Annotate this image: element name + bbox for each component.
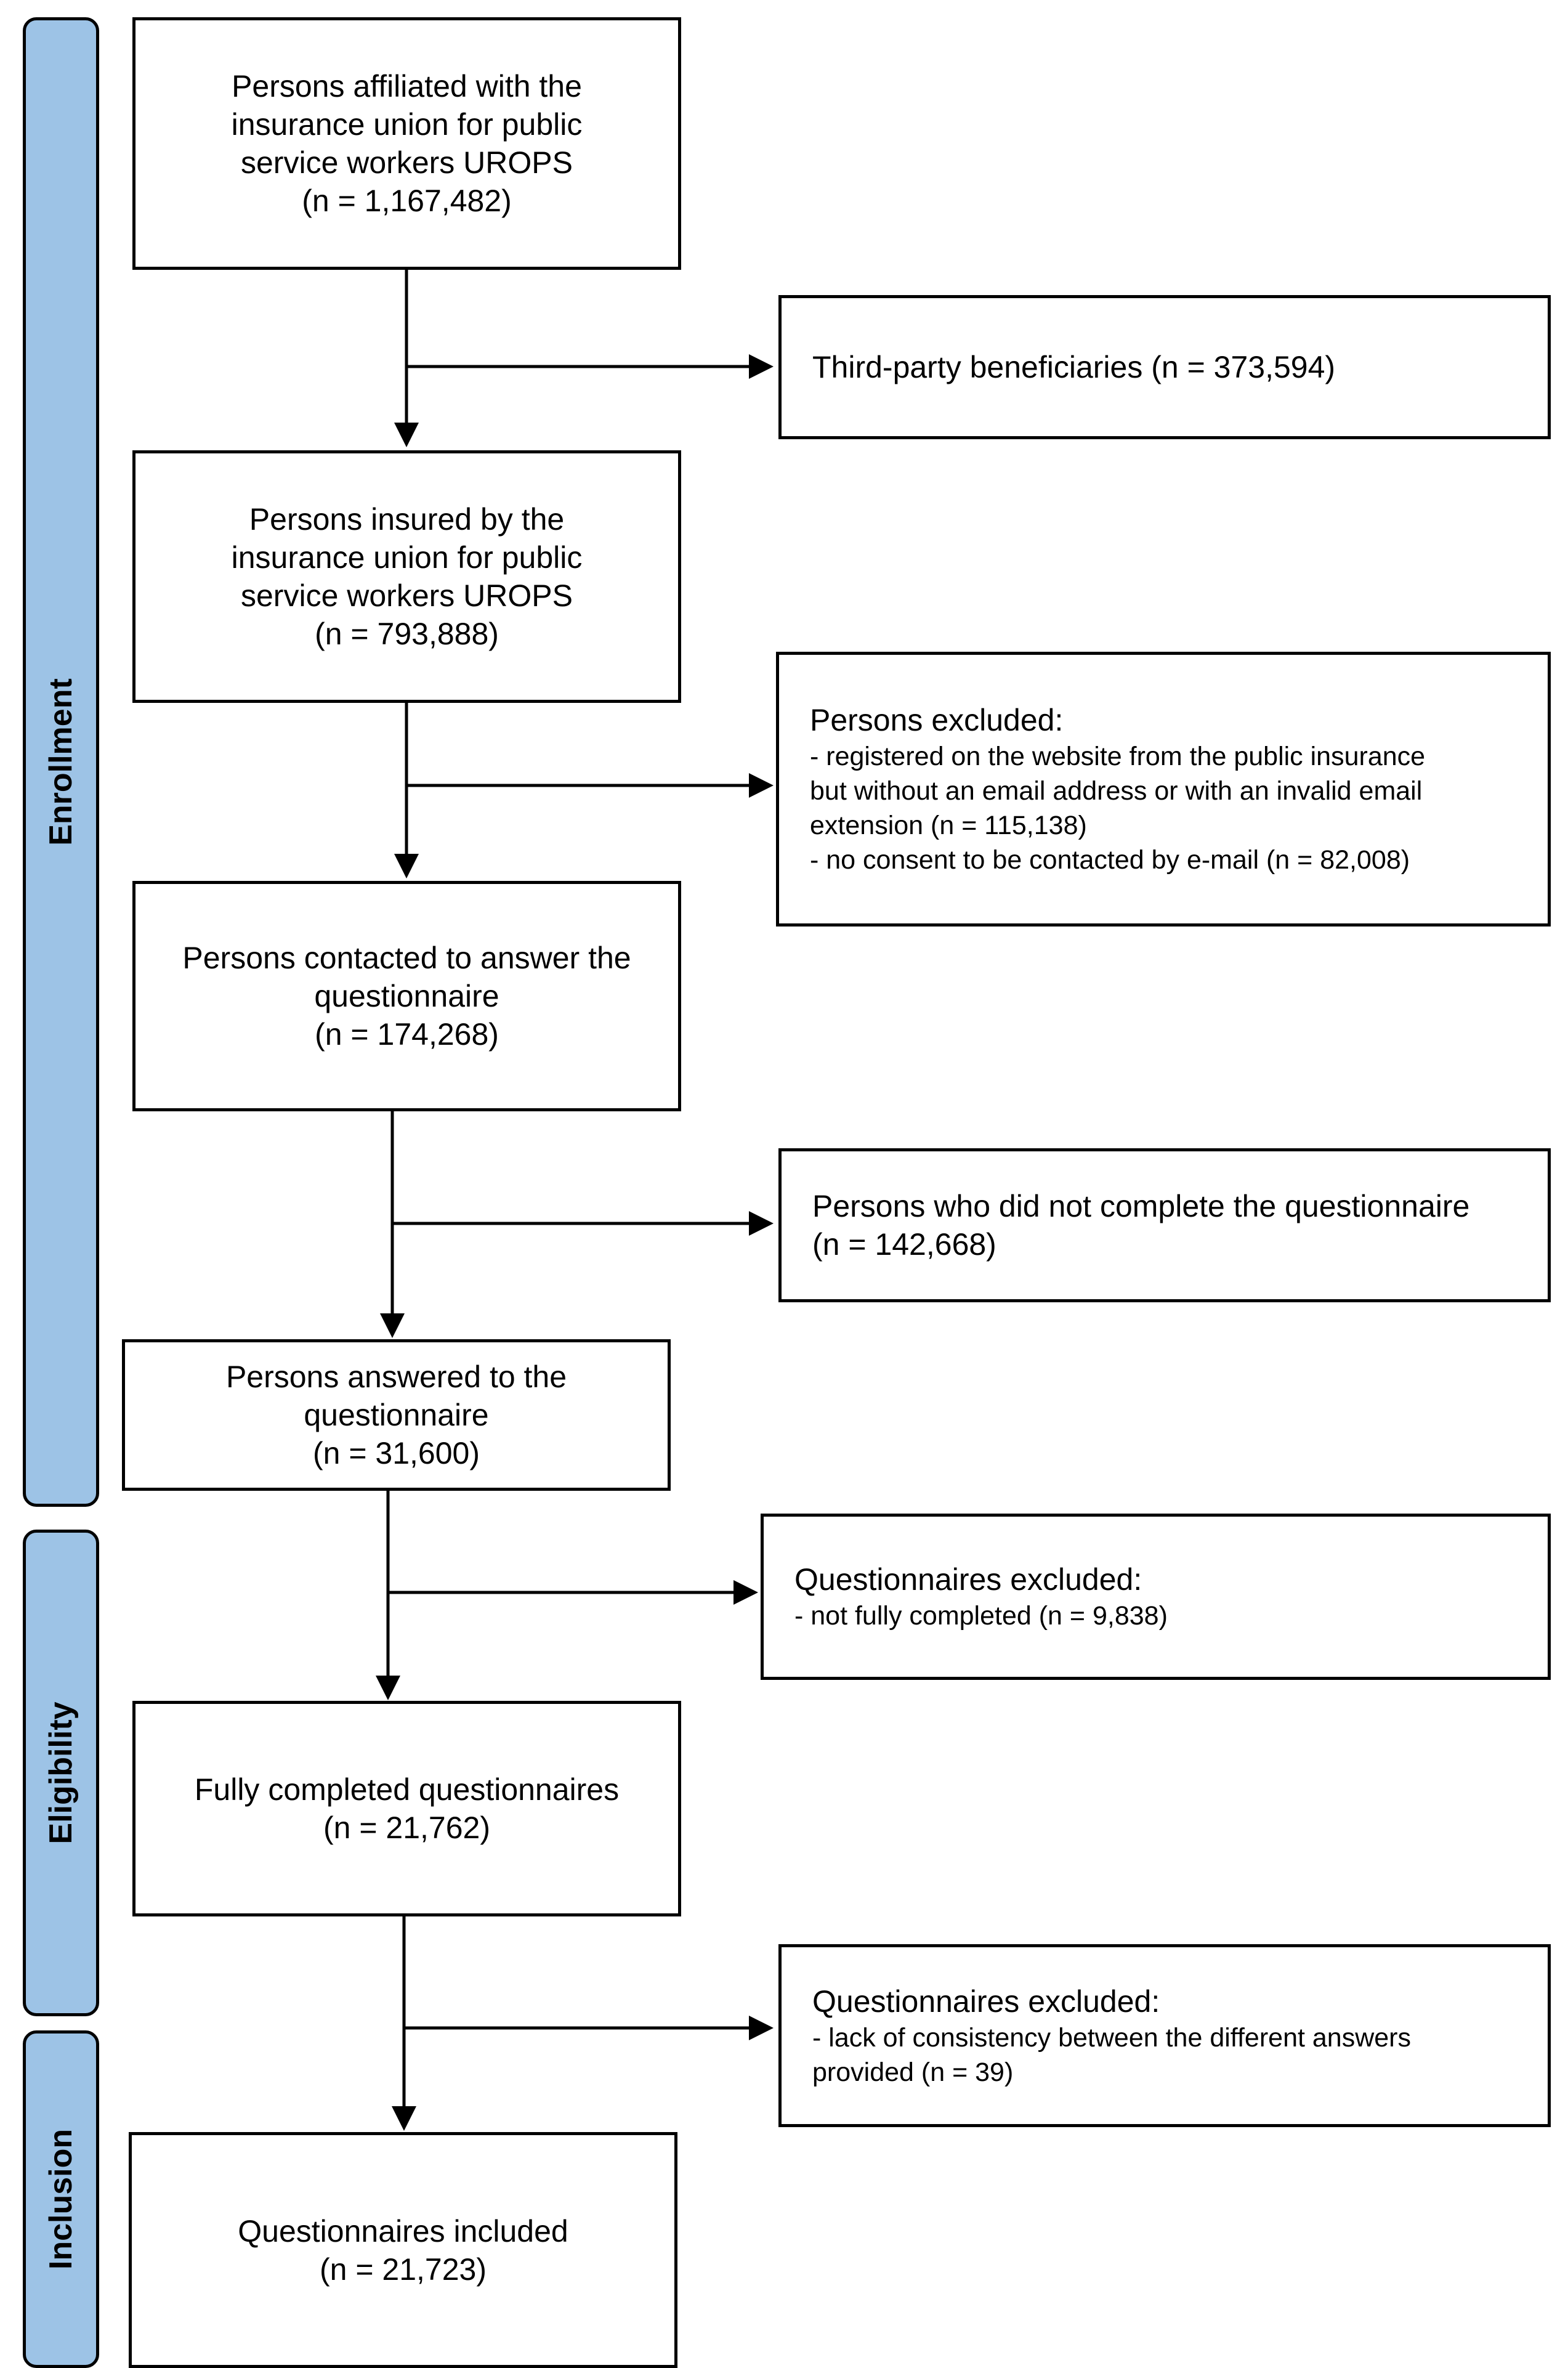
box-excluded-persons: Persons excluded: - registered on the we…	[776, 652, 1551, 927]
box-affiliated: Persons affiliated with the insurance un…	[132, 17, 681, 270]
box-excluded-q2: Questionnaires excluded: - lack of consi…	[778, 1944, 1551, 2127]
box-contacted: Persons contacted to answer the question…	[132, 881, 681, 1111]
insured-text: Persons insured by the insurance union f…	[231, 502, 583, 613]
completed-count: (n = 21,762)	[323, 1810, 491, 1845]
included-text: Questionnaires included	[238, 2213, 568, 2248]
excluded-q2-title: Questionnaires excluded:	[812, 1984, 1160, 2019]
excluded-q1-items: - not fully completed (n = 9,838)	[794, 1601, 1168, 1631]
excluded-persons-items: - registered on the website from the pub…	[810, 742, 1426, 875]
stage-inclusion: Inclusion	[23, 2030, 99, 2368]
affiliated-count: (n = 1,167,482)	[302, 184, 512, 218]
box-included: Questionnaires included (n = 21,723)	[129, 2132, 677, 2368]
stage-eligibility: Eligibility	[23, 1530, 99, 2016]
box-excluded-q1: Questionnaires excluded: - not fully com…	[761, 1514, 1551, 1680]
stage-enrollment: Enrollment	[23, 17, 99, 1507]
excluded-q1-title: Questionnaires excluded:	[794, 1562, 1142, 1597]
answered-text: Persons answered to the questionnaire	[225, 1360, 567, 1432]
not-completed-count: (n = 142,668)	[812, 1227, 996, 1262]
third-party-text: Third-party beneficiaries (n = 373,594)	[812, 350, 1336, 384]
box-third-party: Third-party beneficiaries (n = 373,594)	[778, 295, 1551, 439]
included-count: (n = 21,723)	[319, 2252, 487, 2287]
insured-count: (n = 793,888)	[315, 617, 499, 651]
not-completed-text: Persons who did not complete the questio…	[812, 1189, 1470, 1223]
affiliated-text: Persons affiliated with the insurance un…	[231, 69, 583, 180]
box-insured: Persons insured by the insurance union f…	[132, 450, 681, 703]
contacted-text: Persons contacted to answer the question…	[182, 941, 631, 1013]
box-completed: Fully completed questionnaires (n = 21,7…	[132, 1701, 681, 1916]
box-not-completed: Persons who did not complete the questio…	[778, 1148, 1551, 1302]
excluded-persons-title: Persons excluded:	[810, 703, 1064, 737]
completed-text: Fully completed questionnaires	[194, 1772, 620, 1807]
excluded-q2-items: - lack of consistency between the differ…	[812, 2022, 1411, 2087]
box-answered: Persons answered to the questionnaire (n…	[122, 1339, 671, 1491]
contacted-count: (n = 174,268)	[315, 1017, 499, 1052]
answered-count: (n = 31,600)	[312, 1436, 480, 1470]
